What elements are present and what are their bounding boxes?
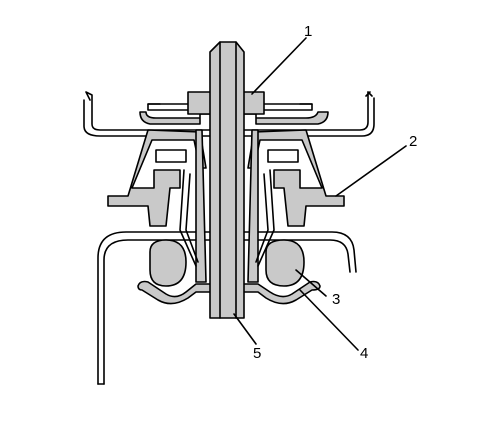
inner-sleeve bbox=[179, 129, 275, 283]
lower-spring-seat bbox=[137, 280, 321, 305]
callout-2: 2 bbox=[409, 133, 417, 150]
mount-housing-left bbox=[107, 129, 207, 227]
rubber-bumpers bbox=[149, 239, 305, 287]
strut-shaft bbox=[209, 41, 245, 319]
callout-5: 5 bbox=[253, 345, 261, 362]
mount-housing-right bbox=[247, 129, 345, 227]
callout-1: 1 bbox=[304, 23, 312, 40]
callout-3: 3 bbox=[332, 291, 340, 308]
callout-4: 4 bbox=[360, 345, 368, 362]
leader-lines bbox=[233, 37, 407, 351]
